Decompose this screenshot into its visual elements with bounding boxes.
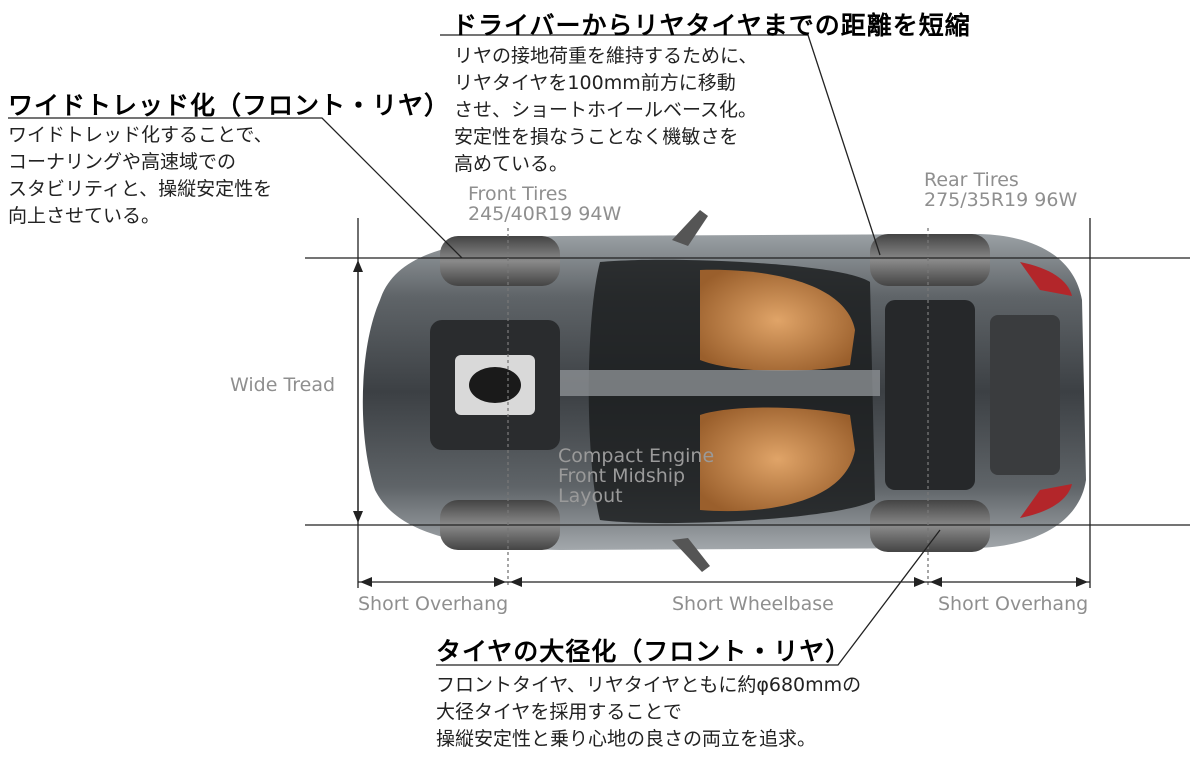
dimension-lines	[305, 218, 1190, 588]
engine-label-line1: Compact Engine	[558, 445, 715, 467]
front-tires-size: 245/40R19 94W	[468, 203, 622, 225]
rear-callout-title: ドライバーからリヤタイヤまでの距離を短縮	[452, 11, 971, 40]
tread-callout-line: コーナリングや高速域での	[8, 151, 237, 173]
tread-callout-title: ワイドトレッド化（フロント・リヤ）	[8, 91, 451, 120]
callout-leaders	[8, 34, 941, 666]
short-overhang-front-label: Short Overhang	[358, 593, 509, 615]
tire-callout-line: フロントタイヤ、リヤタイヤともに約φ680mmの	[436, 674, 862, 696]
tread-callout-body: ワイドトレッド化することで、 コーナリングや高速域での スタビリティと、操縦安定…	[8, 122, 273, 230]
front-tires-title: Front Tires	[468, 183, 568, 205]
rear-left-tire	[870, 234, 990, 286]
short-wheelbase-label: Short Wheelbase	[672, 593, 834, 615]
tread-callout-line: ワイドトレッド化することで、	[8, 124, 273, 146]
rear-callout-line: リヤタイヤを100mm前方に移動	[454, 72, 736, 94]
rear-right-tire	[870, 500, 990, 552]
engine-label-line2: Front Midship	[558, 465, 686, 487]
wide-tread-label: Wide Tread	[230, 374, 336, 396]
tire-callout-body: フロントタイヤ、リヤタイヤともに約φ680mmの 大径タイヤを採用することで 操…	[436, 672, 861, 753]
rear-callout-line: させ、ショートホイールベース化。	[454, 99, 758, 121]
tread-callout-line: 向上させている。	[8, 205, 161, 227]
tire-callout-line: 操縦安定性と乗り心地の良さの両立を追求。	[436, 728, 817, 750]
tread-callout-line: スタビリティと、操縦安定性を	[8, 178, 273, 200]
rear-callout-body: リヤの接地荷重を維持するために、 リヤタイヤを100mm前方に移動 させ、ショー…	[454, 43, 757, 178]
dimension-arrows	[353, 260, 1088, 587]
tire-callout-title: タイヤの大径化（フロント・リヤ）	[436, 637, 852, 666]
rear-tires-size: 275/35R19 96W	[924, 189, 1078, 211]
rear-callout-line: 安定性を損なうことなく機敏さを	[454, 126, 739, 148]
short-overhang-rear-label: Short Overhang	[938, 593, 1089, 615]
rear-callout-line: 高めている。	[454, 153, 569, 175]
car-body	[362, 210, 1087, 572]
rear-tires-title: Rear Tires	[924, 169, 1019, 191]
rear-callout-line: リヤの接地荷重を維持するために、	[454, 45, 758, 67]
tire-callout-line: 大径タイヤを採用することで	[436, 701, 682, 723]
front-left-tire	[440, 236, 560, 286]
engine-label-line3: Layout	[558, 485, 623, 507]
